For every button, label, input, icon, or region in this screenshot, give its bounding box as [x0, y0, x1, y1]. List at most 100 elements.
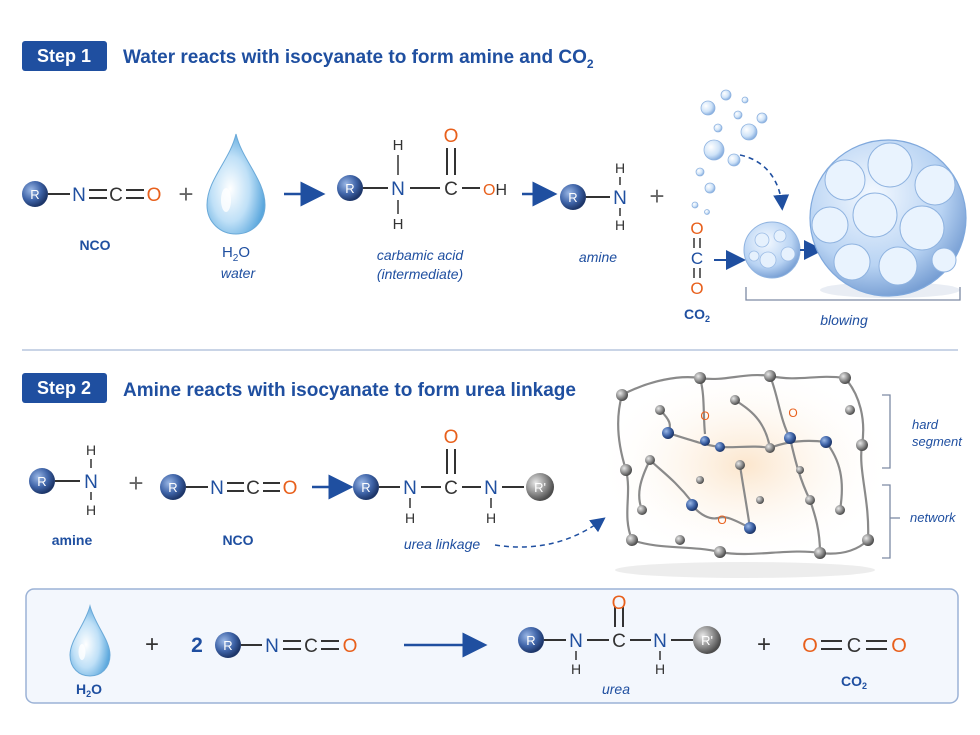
nitrogen-atom: N — [210, 478, 224, 499]
hard-segment-label: hard — [912, 417, 939, 432]
r-label: R — [168, 480, 177, 495]
nitrogen-atom: N — [403, 478, 417, 499]
r-label: R — [568, 190, 577, 205]
oxygen-atom: O — [147, 185, 162, 206]
large-foam-icon — [809, 139, 967, 298]
step2-title: Amine reacts with isocyanate to form ure… — [123, 380, 576, 401]
water-drop-icon — [206, 133, 266, 235]
nitrogen-atom: N — [84, 472, 98, 493]
carbon-atom: C — [691, 249, 703, 268]
oxygen-atom: O — [612, 593, 627, 614]
carbamic-label: carbamic acid — [377, 247, 465, 263]
plus-sign: + — [757, 631, 771, 658]
r-group-ball — [160, 474, 186, 500]
r-group-ball — [518, 627, 544, 653]
r-label: R — [526, 633, 535, 648]
nco-label: NCO — [79, 237, 110, 253]
nitrogen-atom: N — [569, 631, 583, 652]
plus-sign: + — [178, 179, 193, 209]
carbon-atom: C — [444, 478, 458, 499]
overall-co2-molecule: O C O CO2 — [802, 635, 907, 691]
amine-label: amine — [579, 249, 617, 265]
step2-badge-text: Step 2 — [37, 378, 91, 398]
r-prime-group-ball — [693, 626, 721, 654]
amine-label: amine — [52, 532, 93, 548]
co2-label: CO2 — [684, 306, 710, 324]
oxygen-atom: O — [343, 636, 358, 657]
step1-amine-molecule: R N H H amine — [560, 160, 627, 265]
r-group-ball — [337, 175, 363, 201]
overall-nco-molecule: R N C O — [215, 632, 357, 658]
step2-nco-molecule: R N C O NCO — [160, 474, 297, 548]
step1-badge — [22, 41, 107, 71]
blowing-bracket — [745, 287, 961, 301]
overall-water-formula: H2O — [76, 681, 102, 699]
water-formula: H2O — [222, 244, 250, 264]
hydrogen-atom: H — [486, 510, 496, 526]
hydrogen-atom: H — [86, 442, 96, 458]
carbon-atom: C — [109, 185, 123, 206]
overall-reaction-box — [25, 588, 959, 704]
stoichiometric-coefficient: 2 — [191, 634, 203, 657]
overall-co2-label: CO2 — [841, 673, 867, 691]
hydrogen-atom: H — [405, 510, 415, 526]
step1-nco-molecule: R N C O NCO — [22, 181, 161, 253]
step2-header: Step 2 Amine reacts with isocyanate to f… — [22, 373, 576, 403]
nitrogen-atom: N — [72, 185, 86, 206]
intermediate-label: (intermediate) — [377, 266, 463, 282]
nitrogen-atom: N — [613, 188, 627, 209]
r-group-ball — [215, 632, 241, 658]
r-label: R — [30, 187, 39, 202]
r-group-ball — [29, 468, 55, 494]
dashed-arrow — [494, 517, 606, 548]
carbon-atom: C — [612, 631, 626, 652]
co2-vertical-molecule: O C O CO2 — [684, 219, 710, 324]
network-label: network — [910, 510, 957, 525]
r-group-ball — [560, 184, 586, 210]
step1-header: Step 1 Water reacts with isocyanate to f… — [22, 41, 594, 71]
oxygen-atom: O — [444, 126, 459, 147]
network-bracket — [882, 484, 891, 559]
nco-label: NCO — [222, 532, 253, 548]
hydrogen-atom: H — [655, 661, 665, 677]
water-label: water — [221, 265, 257, 281]
step1-badge-text: Step 1 — [37, 46, 91, 66]
hydrogen-atom: H — [86, 502, 96, 518]
carbon-atom: C — [444, 179, 458, 200]
urea-linkage-molecule: R N H C O N H R' urea linkage — [353, 427, 554, 552]
carbamic-acid-molecule: R N H H C O OH carbamic acid (intermedia… — [337, 126, 507, 282]
nitrogen-atom: N — [484, 478, 498, 499]
urea-linkage-label: urea linkage — [404, 536, 480, 552]
oxygen-atom: O — [690, 219, 703, 238]
oxygen-atom: O — [717, 513, 726, 527]
carbon-atom: C — [304, 636, 318, 657]
hydrogen-atom: H — [615, 217, 625, 233]
oxygen-atom: O — [700, 409, 709, 423]
hard-segment-bracket — [882, 394, 891, 469]
hydrogen-atom: H — [571, 661, 581, 677]
polymer-network-illustration: O O O — [595, 365, 895, 578]
hydrogen-atom: H — [393, 137, 404, 154]
oxygen-atom: O — [444, 427, 459, 448]
oxygen-atom: O — [690, 279, 703, 298]
carbon-atom: C — [847, 635, 861, 657]
plus-sign: + — [128, 468, 143, 498]
step2-amine-molecule: R N H H amine — [29, 442, 98, 548]
nitrogen-atom: N — [265, 636, 279, 657]
hydroxyl-group: OH — [483, 182, 507, 199]
step2-badge — [22, 373, 107, 403]
r-label: R — [223, 638, 232, 653]
dashed-arrow — [739, 154, 790, 211]
r-prime-group-ball — [526, 473, 554, 501]
urea-label: urea — [602, 681, 630, 697]
overall-urea-molecule: R N H C O N H R' urea — [518, 593, 721, 697]
oxygen-atom: O — [891, 635, 907, 657]
plus-sign: + — [145, 631, 159, 658]
nitrogen-atom: N — [391, 179, 405, 200]
nitrogen-atom: N — [653, 631, 667, 652]
oxygen-atom: O — [283, 478, 298, 499]
hydrogen-atom: H — [393, 216, 404, 233]
carbon-atom: C — [246, 478, 260, 499]
small-foam-icon — [743, 221, 801, 279]
